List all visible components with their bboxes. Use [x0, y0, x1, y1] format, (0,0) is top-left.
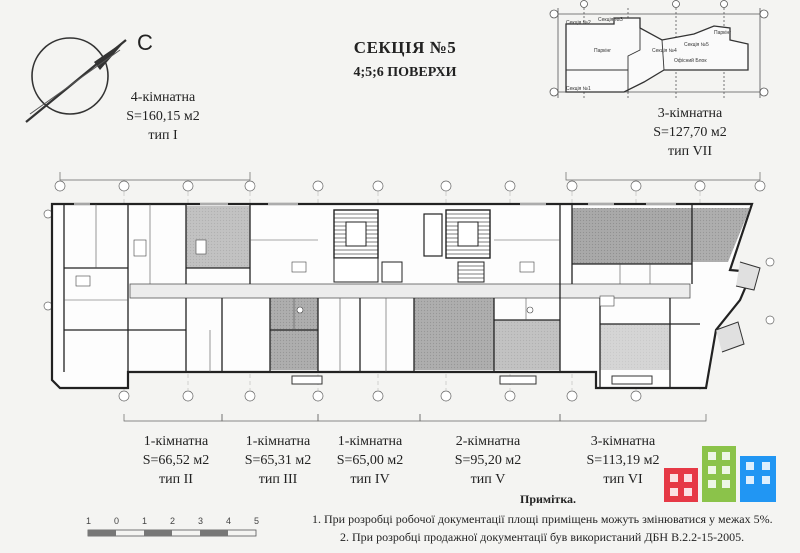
scale-label: 3: [198, 516, 203, 526]
notes-heading: Примітка.: [520, 492, 577, 506]
apartment-area: S=160,15 м2: [126, 109, 200, 124]
apartment-type: тип I: [148, 128, 178, 143]
section-title: СЕКЦІЯ №5: [353, 38, 457, 57]
north-letter: С: [137, 30, 153, 55]
scale-label: 1: [142, 516, 147, 526]
scale-label: 5: [254, 516, 259, 526]
scale-label: 4: [226, 516, 231, 526]
building-logo-icon: [664, 446, 776, 502]
inset-label: Секція №5: [684, 42, 709, 48]
site-inset-plan: Секція №2 Секція №3 Паркінг Секція №4 Се…: [549, 0, 769, 98]
inset-label: Офісний Блок: [674, 57, 707, 64]
apartment-area: S=66,52 м2: [142, 453, 210, 468]
apartment-label-type-v: 2-кімнатна S=95,20 м2 тип V: [438, 432, 538, 489]
apartment-area: S=95,20 м2: [454, 453, 522, 468]
compass-icon: [25, 37, 127, 123]
inset-label: Секція №4: [652, 48, 677, 54]
apartment-area: S=127,70 м2: [653, 125, 727, 140]
apartment-type: тип V: [470, 472, 506, 487]
note-item-2: 2. При розробці продажної документації б…: [340, 530, 745, 544]
apartment-label-type-iv: 1-кімнатна S=65,00 м2 тип IV: [322, 432, 418, 489]
inset-label: Паркінг: [714, 30, 731, 36]
apartment-label-type-ii: 1-кімнатна S=66,52 м2 тип II: [128, 432, 224, 489]
apartment-type: тип VII: [667, 144, 713, 159]
apartment-rooms: 3-кімнатна: [590, 434, 656, 449]
apartment-rooms: 4-кімнатна: [130, 90, 196, 105]
apartment-type: тип II: [159, 472, 193, 487]
apartment-rooms: 1-кімнатна: [245, 434, 311, 449]
apartment-label-type-i: 4-кімнатна S=160,15 м2 тип I: [108, 88, 218, 145]
apartment-label-type-iii: 1-кімнатна S=65,31 м2 тип III: [230, 432, 326, 489]
inset-label: Секція №1: [566, 86, 591, 92]
apartment-label-type-vii: 3-кімнатна S=127,70 м2 тип VII: [635, 104, 745, 161]
apartment-rooms: 3-кімнатна: [657, 106, 723, 121]
apartment-type: тип IV: [350, 472, 390, 487]
apartment-area: S=65,31 м2: [244, 453, 312, 468]
note-item-1: 1. При розробці робочої документації пло…: [312, 512, 773, 526]
apartment-type: тип VI: [603, 472, 643, 487]
inset-label: Секція №3: [598, 17, 623, 23]
inset-label: Паркінг: [594, 48, 611, 54]
scale-label: 0: [114, 516, 119, 526]
floors-label: 4;5;6 ПОВЕРХИ: [353, 65, 457, 80]
apartment-type: тип III: [258, 472, 298, 487]
apartment-rooms: 1-кімнатна: [337, 434, 403, 449]
apartment-area: S=113,19 м2: [586, 453, 660, 468]
inset-label: Секція №2: [566, 20, 591, 26]
apartment-area: S=65,00 м2: [336, 453, 404, 468]
scale-label: 2: [170, 516, 175, 526]
scale-bar: 1 0 1 2 3 4 5: [86, 516, 259, 537]
apartment-rooms: 1-кімнатна: [143, 434, 209, 449]
apartment-rooms: 2-кімнатна: [455, 434, 521, 449]
scale-label: 1: [86, 516, 91, 526]
apartment-label-type-vi: 3-кімнатна S=113,19 м2 тип VI: [568, 432, 678, 489]
